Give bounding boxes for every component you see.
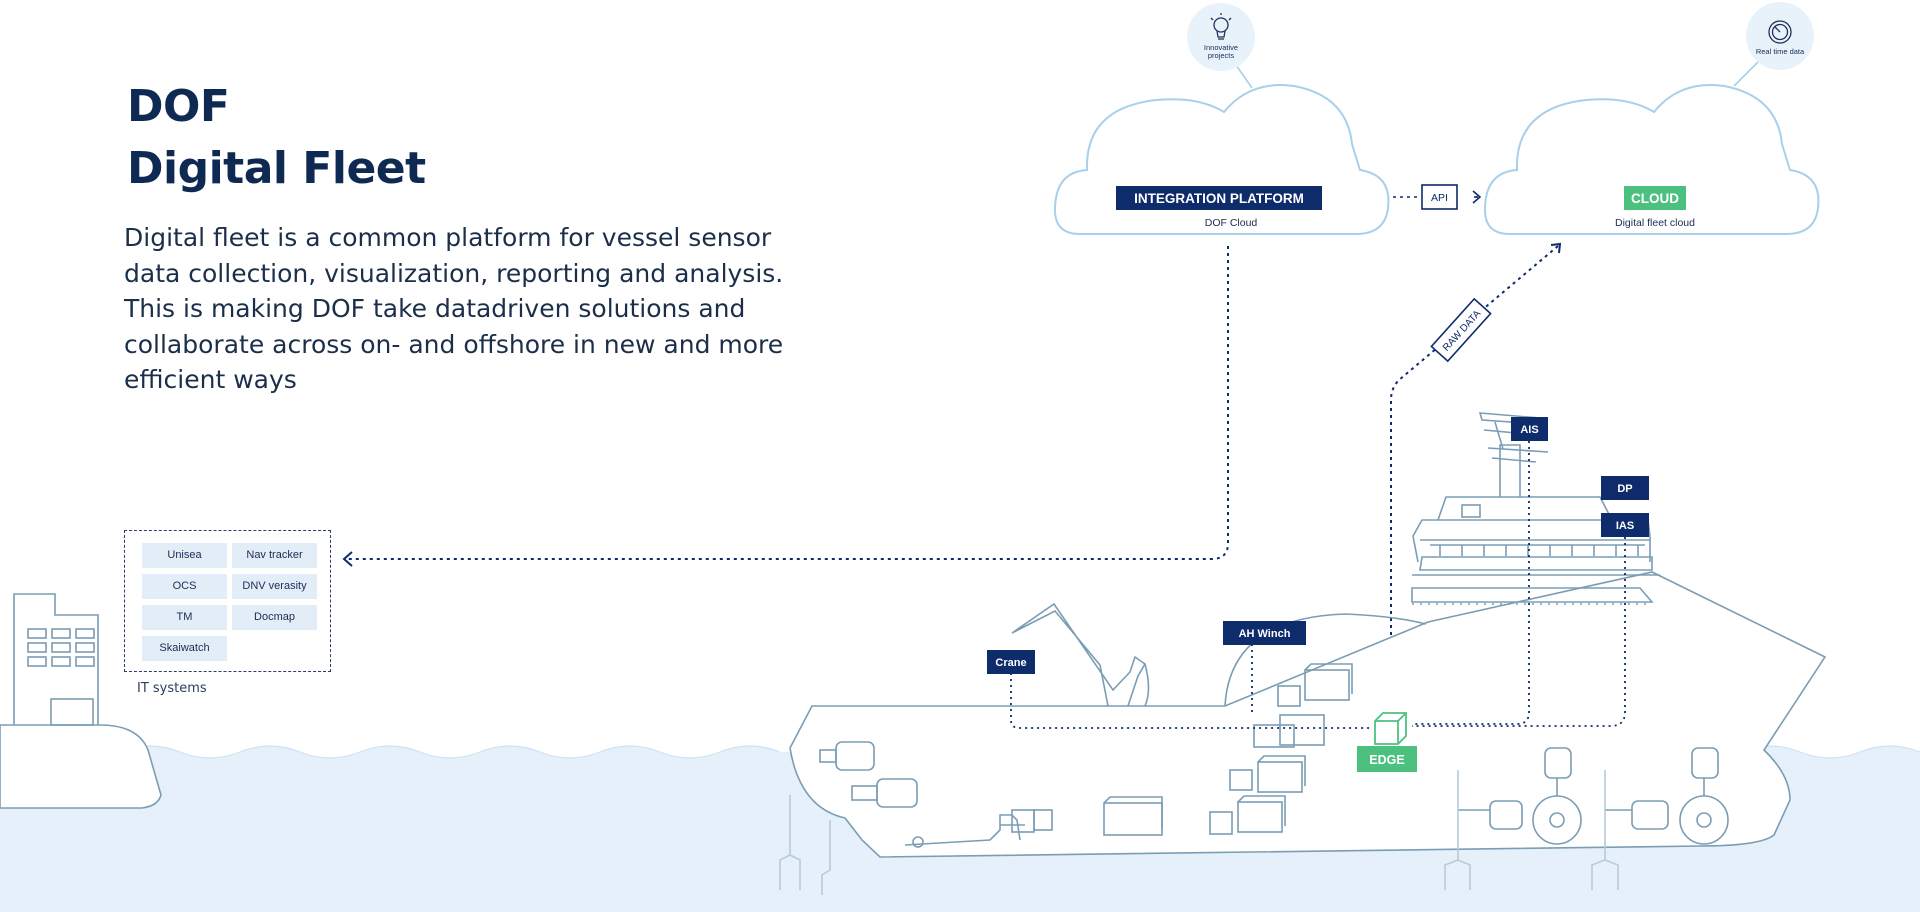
page-title-line1: DOF <box>127 81 230 132</box>
ais-connector <box>1412 441 1530 725</box>
shore-island <box>0 724 162 809</box>
vessel <box>779 412 1827 895</box>
it-system-item: DNV verasity <box>232 574 317 599</box>
it-system-item: OCS <box>142 574 227 599</box>
ais-label: AIS <box>1520 424 1538 436</box>
description: Digital fleet is a common platform for v… <box>124 223 784 394</box>
ais-tag <box>1511 417 1548 441</box>
innovative-projects-label-line2: projects <box>1208 51 1235 60</box>
integration-platform-badge <box>1116 186 1322 210</box>
it-system-item: Unisea <box>142 543 227 568</box>
office-building-icon <box>13 593 99 726</box>
cloud-title: CLOUD <box>1631 191 1679 206</box>
it-system-item: Docmap <box>232 605 317 630</box>
ias-label: IAS <box>1616 520 1634 532</box>
dp-label: DP <box>1617 483 1632 495</box>
it-systems-box: Unisea Nav tracker OCS DNV verasity TM D… <box>124 530 331 672</box>
integration-to-it-systems-line <box>348 246 1229 560</box>
lightbulb-icon <box>1210 13 1232 40</box>
ah-winch-tag <box>1223 621 1306 645</box>
it-systems-label: IT systems <box>137 681 207 696</box>
digital-fleet-cloud <box>1483 84 1820 235</box>
integration-cloud <box>1053 84 1390 235</box>
real-time-data-bubble <box>1746 2 1814 70</box>
api-box <box>1421 184 1458 210</box>
innovative-projects-label: Innovative <box>1204 43 1238 52</box>
integration-platform-subtitle: DOF Cloud <box>1205 217 1258 229</box>
edge-device-icon <box>1374 712 1407 745</box>
crane-label: Crane <box>995 657 1026 669</box>
it-system-item: Skaiwatch <box>142 636 227 661</box>
raw-data-box <box>1430 297 1492 363</box>
it-system-item: TM <box>142 605 227 630</box>
api-label: API <box>1431 192 1448 204</box>
dp-tag <box>1601 476 1649 500</box>
cloud-badge <box>1624 186 1686 210</box>
it-systems-grid: Unisea Nav tracker OCS DNV verasity TM D… <box>142 543 317 661</box>
api-arrowhead <box>1472 190 1482 204</box>
it-systems-arrowhead <box>342 551 353 567</box>
dp-ias-connector <box>1412 537 1626 727</box>
cloud-subtitle: Digital fleet cloud <box>1615 217 1695 229</box>
gauge-icon <box>1768 20 1792 44</box>
raw-data-arrowhead <box>1550 242 1562 254</box>
ias-tag <box>1601 513 1649 537</box>
integration-platform-title: INTEGRATION PLATFORM <box>1134 191 1304 206</box>
crane-tag <box>987 650 1035 674</box>
real-time-data-label: Real time data <box>1756 47 1805 56</box>
edge-tag <box>1357 746 1417 772</box>
ah-winch-label: AH Winch <box>1239 628 1291 640</box>
page-title: DOF Digital Fleet <box>127 76 426 200</box>
it-system-item: Nav tracker <box>232 543 317 568</box>
raw-data-line <box>1390 245 1559 712</box>
page-title-line2: Digital Fleet <box>127 143 426 194</box>
edge-label: EDGE <box>1369 753 1404 767</box>
